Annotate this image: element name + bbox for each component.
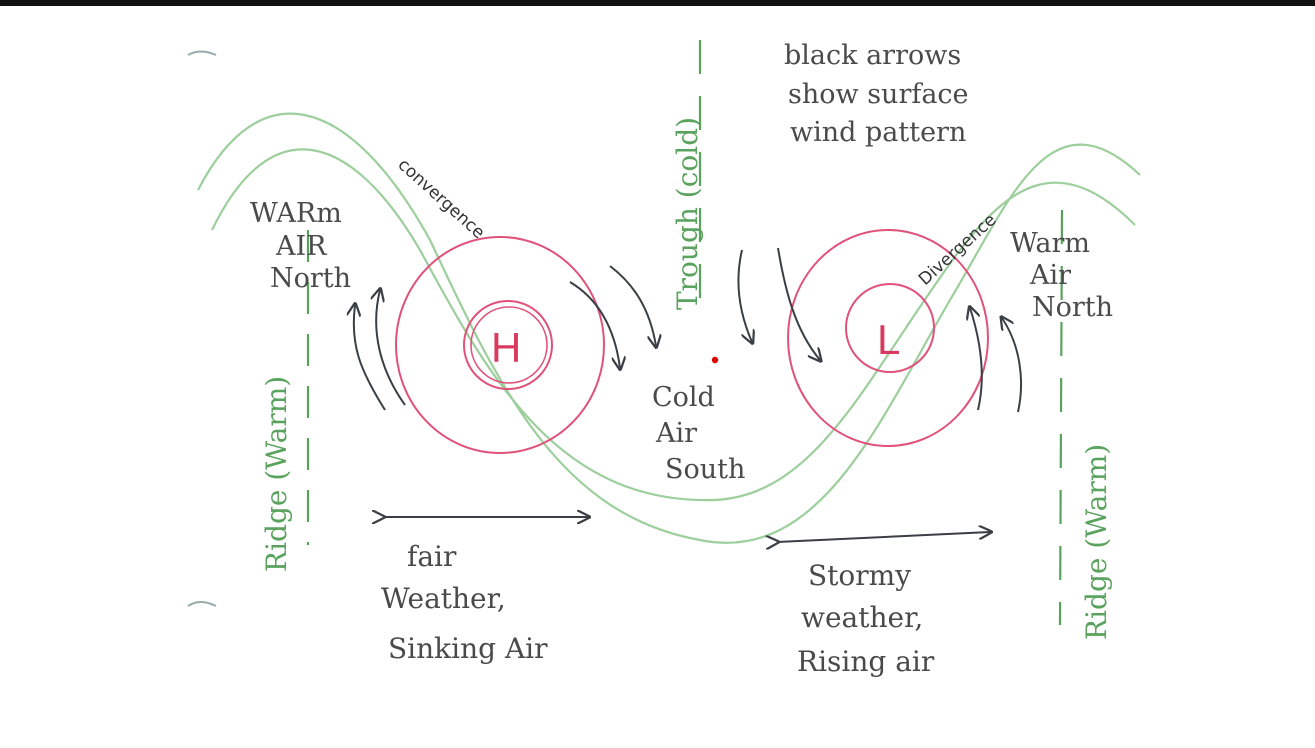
low-pressure-inner-ring <box>845 283 935 373</box>
wind-arrow-6 <box>777 247 820 360</box>
stormy-weather-range-arrow <box>777 532 990 542</box>
high-pressure-label: H <box>491 324 521 371</box>
trough-label: Trough (cold) <box>671 117 704 310</box>
wind-arrow-7 <box>970 308 983 411</box>
corner-mark-bottom <box>187 601 217 607</box>
ridge-left-label: Ridge (Warm) <box>260 376 293 572</box>
low-pressure-outer-ring <box>787 229 989 447</box>
high-pressure-core-ring <box>470 306 548 384</box>
wind-arrow-2 <box>354 305 386 411</box>
high-pressure-outer-ring <box>395 236 605 454</box>
legend-text: black arrows show surface wind pattern <box>784 40 977 148</box>
wind-arrow-5 <box>737 249 752 342</box>
wind-arrows <box>354 247 1023 413</box>
stormy-weather-text: Stormy weather, Rising air <box>797 559 935 678</box>
ridge-right-label: Ridge (Warm) <box>1080 444 1113 640</box>
wind-arrow-8 <box>1002 318 1023 413</box>
fair-weather-text: fair Weather, Sinking Air <box>381 540 548 665</box>
top-edge-bar <box>0 0 1315 6</box>
wind-arrow-3 <box>569 281 620 368</box>
divergence-label: Divergence <box>915 210 1000 290</box>
range-arrows <box>383 517 990 542</box>
ridge-right-axis <box>1058 209 1064 626</box>
high-pressure-inner-ring <box>463 300 553 390</box>
marker-dot <box>711 356 719 364</box>
wind-arrow-4 <box>609 265 656 346</box>
corner-mark-top <box>187 50 217 56</box>
jet-stream-inner-line <box>211 148 1136 502</box>
warm-air-left-text: WARm AIR North <box>250 198 351 294</box>
wind-arrow-1 <box>376 290 406 406</box>
cold-air-text: Cold Air South <box>652 382 745 485</box>
low-pressure-label: L <box>877 316 900 363</box>
jet-stream-outer-line <box>197 112 1141 544</box>
warm-air-right-text: Warm Air North <box>1010 228 1113 323</box>
